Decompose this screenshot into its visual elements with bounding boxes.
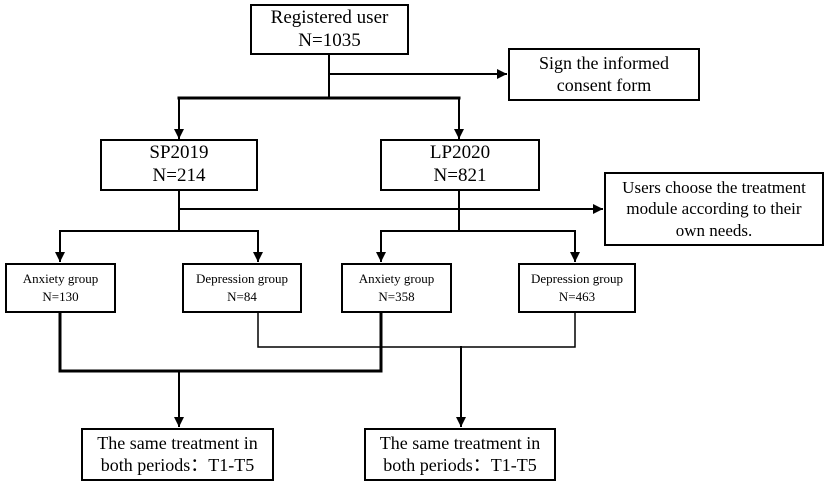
note-line: own needs. [675,220,753,240]
node-title: Registered user [270,6,389,28]
node-title: SP2019 [149,142,209,164]
node-anxiety-group-lp2020: Anxiety group N=358 [341,263,452,313]
node-count: N=130 [42,289,79,304]
note-line: Users choose the treatment [622,178,806,198]
node-outcome-anxiety: The same treatment in both periods：T1-T5 [81,428,274,481]
note-line: module according to their [626,199,802,219]
node-depression-group-sp2019: Depression group N=84 [182,263,302,313]
connector-depression-merge [257,312,576,348]
outcome-line: both periods：T1-T5 [383,454,537,475]
node-title: LP2020 [429,142,491,164]
node-title: Anxiety group [358,271,435,287]
node-title: Depression group [195,271,289,287]
note-line: Sign the informed [539,52,669,73]
node-count: N=84 [227,289,257,304]
node-registered-user: Registered user N=1035 [250,4,409,55]
note-line: consent form [556,74,652,95]
note-treatment-module: Users choose the treatment module accord… [604,172,824,246]
node-count: N=821 [433,165,487,186]
node-depression-group-lp2020: Depression group N=463 [518,263,636,313]
node-anxiety-group-sp2019: Anxiety group N=130 [5,263,116,313]
node-sp2019: SP2019 N=214 [100,139,258,191]
note-informed-consent: Sign the informed consent form [508,48,700,101]
node-count: N=358 [378,289,415,304]
connector-anxiety-merge [58,311,383,373]
outcome-line: The same treatment in [379,432,541,453]
node-count: N=214 [152,165,206,186]
node-count: N=1035 [298,29,361,51]
node-outcome-depression: The same treatment in both periods：T1-T5 [364,428,556,481]
node-title: Anxiety group [22,271,99,287]
outcome-line: both periods：T1-T5 [100,454,255,475]
node-title: Depression group [530,271,624,287]
node-count: N=463 [558,289,596,304]
outcome-line: The same treatment in [97,432,258,453]
node-lp2020: LP2020 N=821 [380,139,540,191]
